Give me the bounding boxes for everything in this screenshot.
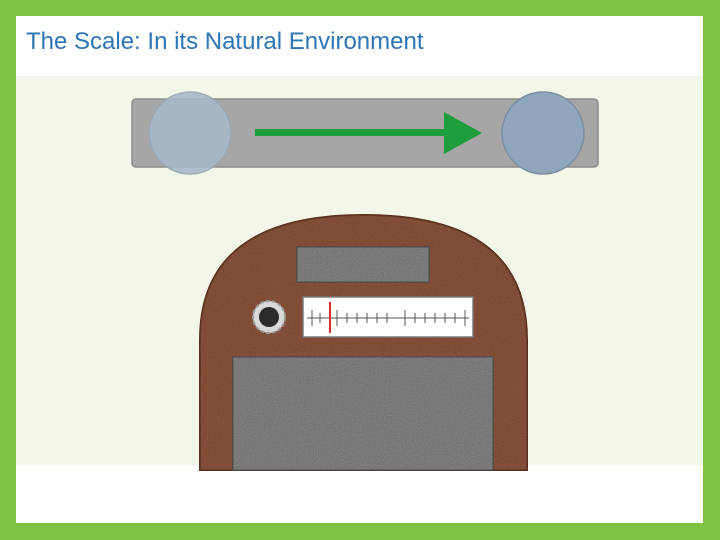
speaker-grille (232, 356, 494, 471)
slide-title: The Scale: In its Natural Environment (26, 28, 424, 55)
arrow-right-icon (255, 112, 482, 154)
ball-end (501, 91, 585, 175)
tuning-dial (302, 296, 474, 338)
top-grille (296, 246, 430, 283)
track (131, 91, 599, 175)
tuning-knob (252, 300, 286, 334)
radio-device (199, 213, 528, 471)
ball-start (148, 91, 232, 175)
